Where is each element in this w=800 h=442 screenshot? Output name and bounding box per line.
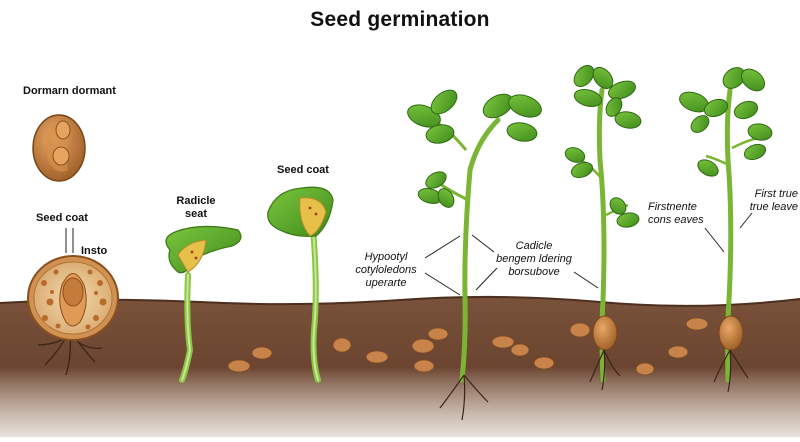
- leader-lines: [424, 212, 753, 296]
- label-cadicle: Cadicle bengem ldering borsubove: [490, 240, 578, 279]
- label-hypocotyl-line1: Hypootyl: [364, 251, 408, 263]
- diagram-title: Seed germination: [310, 8, 490, 31]
- label-firstnente-line1: Firstnente: [648, 201, 697, 213]
- label-hypocotyl: Hypootyl cotyloledons uperarte: [344, 251, 428, 290]
- label-seed-coat-left: Seed coat: [36, 212, 88, 224]
- taller-plant: [564, 64, 642, 391]
- label-seed-coat-mid: Seed coat: [277, 164, 329, 176]
- label-radicle-line2: seat: [184, 208, 208, 220]
- label-dormant: Dormarn dormant: [23, 85, 116, 97]
- label-first-true-line2: true leave: [749, 201, 798, 213]
- label-firstnente: Firstnente cons eaves: [648, 201, 704, 227]
- label-cadicle-line1: Cadicle: [515, 240, 553, 252]
- emerging-seedling: [267, 186, 334, 383]
- label-cadicle-line3: borsubove: [508, 266, 560, 278]
- soil: [0, 296, 800, 437]
- label-hypocotyl-line2: cotyloledons: [355, 264, 417, 276]
- soil-surface-line: [0, 295, 800, 307]
- mature-seedling: [679, 67, 773, 393]
- label-radicle: Radicle seat: [166, 195, 226, 221]
- label-cadicle-line2: bengem ldering: [496, 253, 572, 265]
- dormant-seed: [32, 114, 86, 182]
- young-plant: [407, 89, 542, 421]
- label-firstnente-line2: cons eaves: [648, 214, 704, 226]
- seed-cross-section: [27, 228, 119, 376]
- label-first-true: First true true leave: [736, 188, 798, 214]
- radicle-seedling: [165, 225, 242, 383]
- label-radicle-line1: Radicle: [176, 195, 216, 207]
- label-hypocotyl-line3: uperarte: [365, 277, 407, 289]
- soil-pebbles: [227, 317, 709, 376]
- label-first-true-line1: First true: [754, 188, 798, 200]
- label-insto: Insto: [81, 245, 108, 257]
